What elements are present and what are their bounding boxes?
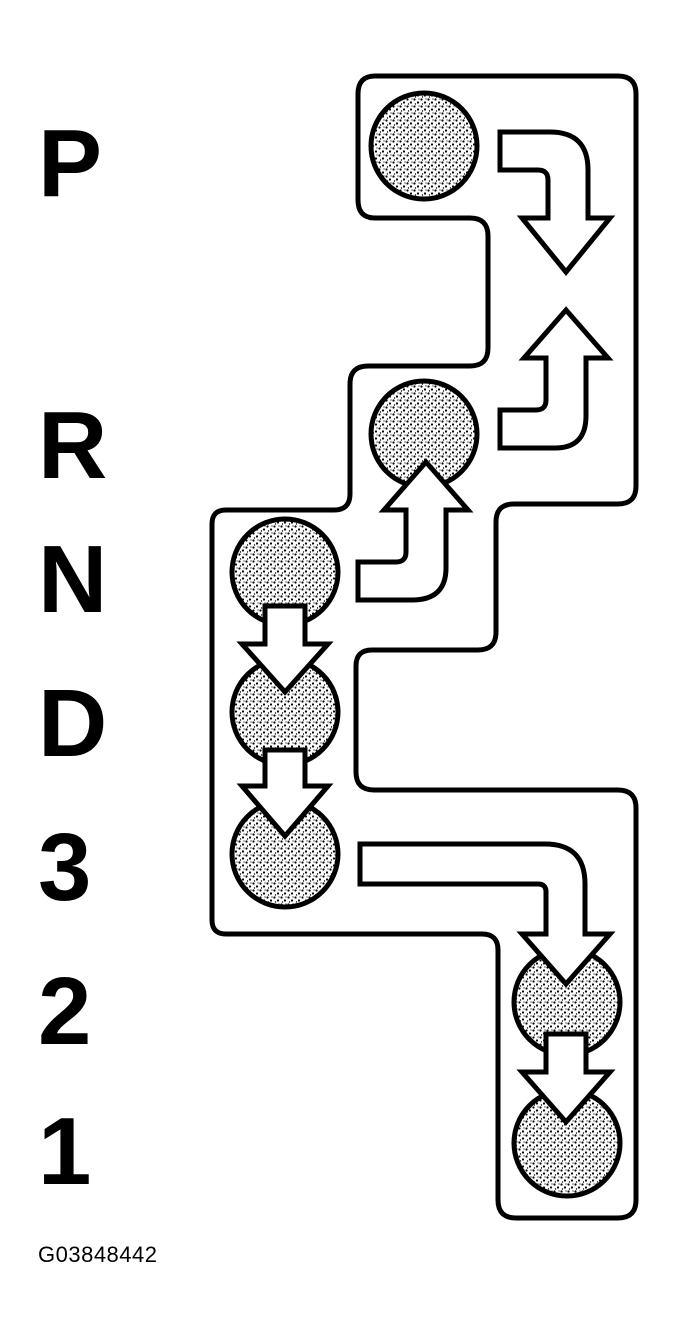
gear-label-r: R [38, 392, 108, 499]
shift-gate-outline [209, 73, 639, 1221]
gear-label-1: 1 [38, 1098, 92, 1205]
arrow-d-to-3-icon [236, 747, 334, 840]
arrow-p-to-r-icon [497, 129, 616, 276]
position-marker-p [368, 90, 480, 202]
gear-label-d: D [38, 670, 108, 777]
arrow-3-to-2-icon [357, 841, 616, 988]
arrow-2-to-1-icon [516, 1031, 616, 1126]
figure-id: G03848442 [38, 1242, 158, 1267]
arrow-n-to-r-icon [355, 458, 474, 603]
gear-label-p: P [38, 110, 103, 217]
gear-label-3: 3 [38, 814, 92, 921]
arrow-r-to-p-icon [497, 306, 614, 451]
gear-label-n: N [38, 526, 108, 633]
arrow-n-to-d-icon [236, 603, 334, 696]
gear-label-2: 2 [38, 958, 92, 1065]
